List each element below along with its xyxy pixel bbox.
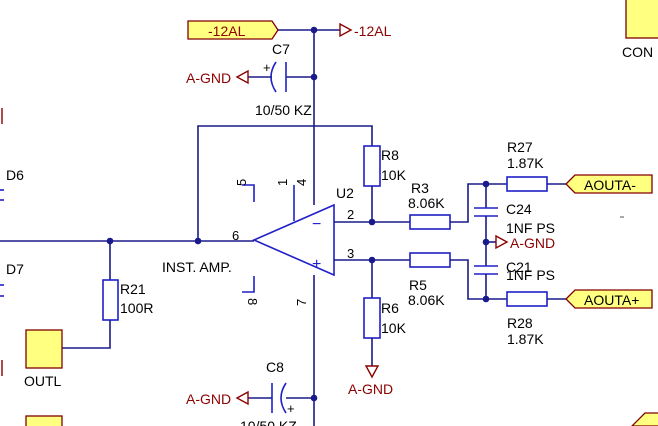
r3-value: 8.06K [408, 195, 445, 211]
outl-port [25, 329, 63, 369]
c8-value: 10/50 KZ [240, 418, 297, 426]
c7-ref: C7 [272, 41, 290, 57]
r27-value: 1.87K [507, 155, 544, 171]
neg12-port-right-label: -12AL [354, 23, 392, 39]
con-label: CON [622, 44, 653, 60]
ground-arrow-caps: A-GND [486, 234, 555, 251]
pin1-label: 1 [275, 179, 290, 186]
r28-ref: R28 [507, 315, 533, 331]
ground-arrow-r6: A-GND [348, 365, 393, 397]
resistor-r3 [409, 214, 451, 230]
r28-value: 1.87K [507, 331, 544, 347]
port-partial-bottom [25, 415, 63, 426]
port-partial-bottom-right [631, 412, 658, 426]
aouta-plus-port: AOUTA+ [565, 289, 653, 309]
aouta-minus-label: AOUTA- [584, 177, 636, 193]
aouta-minus-port: AOUTA- [565, 174, 653, 194]
resistor-r27 [506, 176, 548, 192]
opamp-u2: − + [242, 184, 335, 293]
r6-ref: R6 [381, 300, 399, 316]
opamp-plus-sign: + [312, 256, 321, 273]
pin6-label: 6 [232, 228, 239, 243]
pin4-label: 4 [294, 179, 309, 186]
capacitor-c8: + [248, 382, 314, 416]
pin8-label: 8 [245, 298, 260, 305]
neg12-port-left-label: -12AL [208, 23, 246, 39]
pin5-label: 5 [234, 179, 249, 186]
con-port [625, 0, 658, 39]
c8-ref: C8 [266, 359, 284, 375]
c24-value: 1NF PS [506, 220, 555, 236]
r21-value: 100R [120, 300, 153, 316]
outl-label: OUTL [24, 373, 62, 389]
resistor-r8 [363, 145, 381, 187]
capacitor-c7: + [248, 60, 314, 93]
c7-value: 10/50 KZ [255, 102, 312, 118]
r21-wire-bottom [62, 320, 111, 349]
r27-ref: R27 [507, 139, 533, 155]
aouta-plus-label: AOUTA+ [584, 292, 639, 308]
r3-ref: R3 [411, 180, 429, 196]
d6-ref: D6 [6, 167, 24, 183]
c7-plus-sign: + [263, 60, 271, 75]
resistor-r28 [506, 291, 548, 307]
c21-value: 1NF PS [506, 267, 555, 283]
ground-arrow-c7: A-GND [186, 69, 249, 86]
pin3-label: 3 [347, 246, 354, 261]
u2-ref: U2 [336, 185, 354, 201]
pin8-wire [242, 276, 255, 293]
r5-ref: R5 [409, 277, 427, 293]
u2-desc: INST. AMP. [162, 259, 232, 275]
resistor-r21 [102, 279, 119, 321]
ground-label-c8: A-GND [186, 391, 231, 407]
junction-dot [194, 237, 202, 245]
r6-value: 10K [381, 320, 407, 336]
c24-ref: C24 [506, 201, 532, 217]
junction-dot [482, 295, 490, 303]
pin7-label: 7 [294, 299, 309, 306]
pin5-wire [242, 184, 255, 202]
pin2-label: 2 [347, 207, 354, 222]
feedback-wire [197, 125, 373, 240]
neg12-arrow-right: -12AL [339, 22, 392, 39]
r8-ref: R8 [381, 147, 399, 163]
ground-label-r6: A-GND [348, 381, 393, 397]
neg12-port-left: -12AL [187, 20, 279, 40]
r5-value: 8.06K [408, 292, 445, 308]
r21-ref: R21 [120, 281, 146, 297]
junction-dot [368, 218, 376, 226]
ground-label-caps: A-GND [510, 235, 555, 251]
resistor-r5 [409, 252, 451, 268]
d7-ref: D7 [6, 261, 24, 277]
c21-ref: C21 [506, 259, 532, 275]
ground-label-c7: A-GND [186, 70, 231, 86]
opamp-minus-sign: − [312, 216, 321, 233]
r8-value: 10K [381, 167, 407, 183]
resistor-r6 [363, 297, 381, 339]
c8-plus-sign: + [287, 401, 295, 416]
ground-arrow-c8: A-GND [186, 390, 249, 407]
